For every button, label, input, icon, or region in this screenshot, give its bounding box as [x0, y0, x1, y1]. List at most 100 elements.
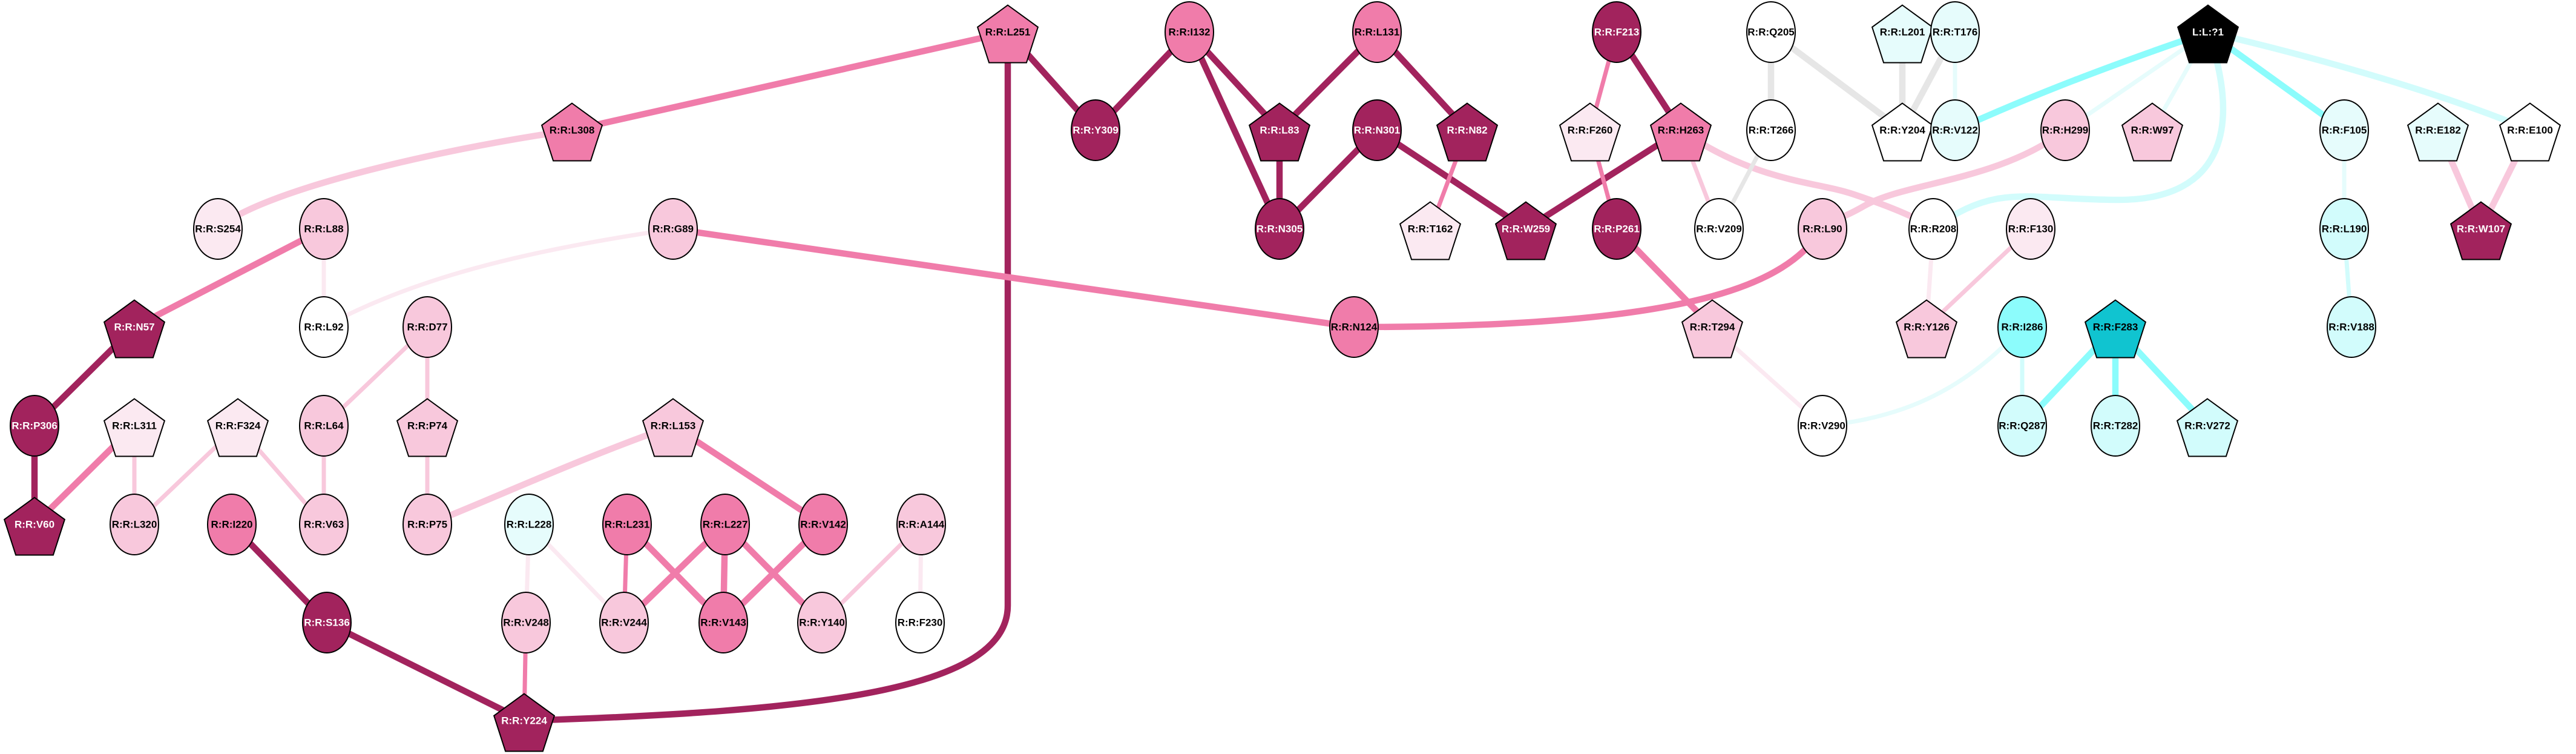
edge-n301-w259 — [1375, 127, 1528, 232]
ellipse-node-shape — [1997, 395, 2047, 457]
ellipse-node-shape — [798, 494, 848, 555]
node-l308[interactable]: R:R:L308 — [540, 102, 603, 162]
node-l88[interactable]: R:R:L88 — [299, 198, 349, 260]
node-y309[interactable]: R:R:Y309 — [1071, 99, 1120, 161]
node-l90[interactable]: R:R:L90 — [1798, 198, 1847, 260]
pentagon-node-shape — [1649, 102, 1712, 162]
node-p306[interactable]: R:R:P306 — [10, 395, 59, 457]
node-l131[interactable]: R:R:L131 — [1352, 1, 1402, 63]
node-p261[interactable]: R:R:P261 — [1592, 198, 1641, 260]
pentagon-node-shape — [540, 102, 603, 162]
node-v122[interactable]: R:R:V122 — [1930, 99, 1980, 161]
node-w97[interactable]: R:R:W97 — [2121, 102, 2184, 162]
ellipse-node-shape — [1798, 198, 1847, 260]
ellipse-node-shape — [402, 296, 452, 358]
node-h299[interactable]: R:R:H299 — [2040, 99, 2090, 161]
pentagon-node-shape — [1871, 4, 1934, 64]
ellipse-node-shape — [1798, 395, 1847, 457]
ellipse-node-shape — [1746, 1, 1796, 63]
node-n305[interactable]: R:R:N305 — [1255, 198, 1304, 260]
node-a144[interactable]: R:R:A144 — [896, 494, 946, 555]
node-r208[interactable]: R:R:R208 — [1908, 198, 1958, 260]
node-e100[interactable]: R:R:E100 — [2499, 102, 2561, 162]
node-l201[interactable]: R:R:L201 — [1871, 4, 1934, 64]
node-g89[interactable]: R:R:G89 — [648, 198, 698, 260]
node-n124[interactable]: R:R:N124 — [1329, 296, 1379, 358]
node-f230[interactable]: R:R:F230 — [895, 592, 945, 653]
node-f283[interactable]: R:R:F283 — [2084, 299, 2147, 359]
node-w107[interactable]: R:R:W107 — [2450, 201, 2512, 260]
node-s254[interactable]: R:R:S254 — [193, 198, 243, 260]
node-i220[interactable]: R:R:I220 — [207, 494, 257, 555]
ellipse-node-shape — [504, 494, 554, 555]
ellipse-node-shape — [1746, 99, 1796, 161]
edge-l153-p75 — [426, 423, 674, 527]
node-l92[interactable]: R:R:L92 — [299, 296, 349, 358]
node-l320[interactable]: R:R:L320 — [110, 494, 159, 555]
node-p74[interactable]: R:R:P74 — [396, 398, 459, 457]
node-l153[interactable]: R:R:L153 — [642, 398, 705, 457]
edge-lig-r208 — [1931, 31, 2227, 232]
ellipse-node-shape — [1329, 296, 1379, 358]
ellipse-node-shape — [602, 494, 652, 555]
ellipse-node-shape — [1352, 99, 1402, 161]
node-i286[interactable]: R:R:I286 — [1997, 296, 2047, 358]
node-v248[interactable]: R:R:V248 — [501, 592, 551, 653]
node-t282[interactable]: R:R:T282 — [2091, 395, 2140, 457]
node-s136[interactable]: R:R:S136 — [302, 592, 352, 653]
node-q205[interactable]: R:R:Q205 — [1746, 1, 1796, 63]
node-l227[interactable]: R:R:L227 — [700, 494, 750, 555]
node-l190[interactable]: R:R:L190 — [2319, 198, 2369, 260]
node-t266[interactable]: R:R:T266 — [1746, 99, 1796, 161]
pentagon-node-shape — [976, 4, 1039, 64]
node-t162[interactable]: R:R:T162 — [1399, 201, 1462, 260]
node-v142[interactable]: R:R:V142 — [798, 494, 848, 555]
node-h263[interactable]: R:R:H263 — [1649, 102, 1712, 162]
ellipse-node-shape — [10, 395, 59, 457]
node-w259[interactable]: R:R:W259 — [1494, 201, 1557, 260]
node-l251[interactable]: R:R:L251 — [976, 4, 1039, 64]
node-i132[interactable]: R:R:I132 — [1165, 1, 1214, 63]
node-v244[interactable]: R:R:V244 — [599, 592, 649, 653]
node-l64[interactable]: R:R:L64 — [299, 395, 349, 457]
node-f324[interactable]: R:R:F324 — [206, 398, 269, 457]
node-lig[interactable]: L:L:?1 — [2177, 4, 2239, 64]
node-y140[interactable]: R:R:Y140 — [797, 592, 847, 653]
node-n301[interactable]: R:R:N301 — [1352, 99, 1402, 161]
node-f213[interactable]: R:R:F213 — [1592, 1, 1641, 63]
node-v63[interactable]: R:R:V63 — [299, 494, 349, 555]
edge-l251-l308 — [571, 28, 1009, 134]
ellipse-node-shape — [1694, 198, 1744, 260]
node-v290[interactable]: R:R:V290 — [1798, 395, 1847, 457]
node-l231[interactable]: R:R:L231 — [602, 494, 652, 555]
ellipse-node-shape — [1930, 1, 1980, 63]
node-f105[interactable]: R:R:F105 — [2319, 99, 2369, 161]
ellipse-node-shape — [1165, 1, 1214, 63]
pentagon-node-shape — [206, 398, 269, 457]
ellipse-node-shape — [2006, 198, 2055, 260]
node-f260[interactable]: R:R:F260 — [1559, 102, 1622, 162]
node-f130[interactable]: R:R:F130 — [2006, 198, 2055, 260]
node-e182[interactable]: R:R:E182 — [2407, 102, 2469, 162]
node-q287[interactable]: R:R:Q287 — [1997, 395, 2047, 457]
pentagon-node-shape — [642, 398, 705, 457]
node-l311[interactable]: R:R:L311 — [103, 398, 166, 457]
ellipse-node-shape — [1930, 99, 1980, 161]
node-v209[interactable]: R:R:V209 — [1694, 198, 1744, 260]
ellipse-node-shape — [299, 198, 349, 260]
node-t176[interactable]: R:R:T176 — [1930, 1, 1980, 63]
node-v143[interactable]: R:R:V143 — [698, 592, 748, 653]
ellipse-node-shape — [1592, 1, 1641, 63]
ellipse-node-shape — [2319, 99, 2369, 161]
edge-i286-v290 — [1822, 325, 2024, 428]
ellipse-node-shape — [1071, 99, 1120, 161]
node-d77[interactable]: R:R:D77 — [402, 296, 452, 358]
node-v188[interactable]: R:R:V188 — [2327, 296, 2376, 358]
pentagon-node-shape — [2499, 102, 2561, 162]
node-n57[interactable]: R:R:N57 — [103, 299, 166, 359]
node-p75[interactable]: R:R:P75 — [402, 494, 452, 555]
node-l228[interactable]: R:R:L228 — [504, 494, 554, 555]
node-y224[interactable]: R:R:Y224 — [493, 693, 556, 752]
edge-lig-e100 — [2207, 28, 2532, 133]
pentagon-node-shape — [103, 299, 166, 359]
